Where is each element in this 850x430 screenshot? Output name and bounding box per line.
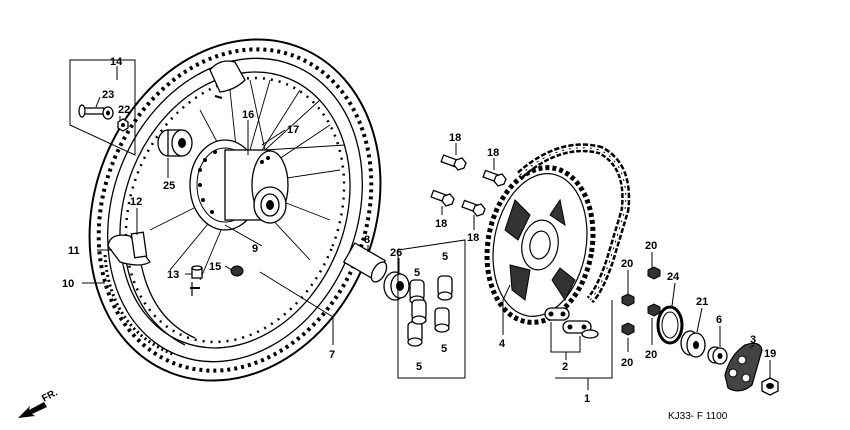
callout-3: 3 (750, 334, 756, 346)
axle-nut (761, 377, 779, 396)
callout-17: 17 (287, 124, 299, 136)
damper-box (397, 239, 466, 379)
front-direction-label: FR. (40, 387, 60, 404)
bearing (157, 129, 193, 157)
wheel-hub (189, 139, 289, 231)
callout-8: 8 (364, 234, 370, 246)
tire-flap (209, 60, 246, 99)
callout-20: 20 (621, 357, 633, 369)
spoke-nut (230, 265, 244, 277)
callout-18: 18 (487, 147, 499, 159)
callout-16: 16 (242, 109, 254, 121)
hub-damper (411, 299, 427, 325)
callout-21: 21 (696, 296, 708, 308)
callout-12: 12 (130, 196, 142, 208)
sprocket-studs (430, 154, 507, 217)
callout-20: 20 (645, 349, 657, 361)
callout-5: 5 (416, 361, 422, 373)
callout-13: 13 (167, 269, 179, 281)
bearing-26 (383, 271, 410, 301)
callout-5: 5 (414, 267, 420, 279)
sprocket-bearing (680, 330, 706, 358)
callout-20: 20 (645, 240, 657, 252)
stud-bolt (440, 154, 467, 171)
stud-bolt (482, 169, 507, 187)
callout-22: 22 (118, 104, 130, 116)
callout-6: 6 (716, 314, 722, 326)
axle-collar (342, 242, 388, 283)
callout-25: 25 (163, 180, 175, 192)
callout-10: 10 (62, 278, 74, 290)
diagram-code: KJ33- F 1100 (668, 411, 728, 422)
callout-labels: 14 23 22 25 16 17 9 12 11 10 13 15 7 8 2… (62, 56, 776, 405)
side-collar (707, 346, 728, 365)
stud-bolt (461, 199, 486, 217)
circlip (656, 305, 684, 345)
callout-2: 2 (562, 361, 568, 373)
front-direction-indicator: FR. (18, 387, 60, 418)
callout-4: 4 (499, 338, 506, 350)
callout-7: 7 (329, 349, 335, 361)
driven-sprocket (484, 165, 596, 325)
hub-damper (407, 321, 423, 347)
callout-24: 24 (667, 271, 680, 283)
callout-14: 14 (110, 56, 123, 68)
callout-19: 19 (764, 348, 776, 360)
callout-1: 1 (584, 393, 590, 405)
callout-5: 5 (442, 251, 448, 263)
chain-adjuster (724, 342, 763, 392)
valve-cap (191, 265, 203, 279)
callout-23: 23 (102, 89, 114, 101)
drive-chain (517, 143, 631, 304)
callout-18: 18 (449, 132, 461, 144)
callout-18: 18 (467, 232, 479, 244)
stud-bolt (430, 189, 455, 207)
chain-joint (544, 307, 599, 339)
callout-9: 9 (252, 243, 258, 255)
leader-lines (82, 66, 771, 390)
callout-18: 18 (435, 218, 447, 230)
hub-damper (437, 275, 453, 301)
callout-11: 11 (68, 245, 80, 257)
callout-20: 20 (621, 258, 633, 270)
callout-26: 26 (390, 247, 402, 259)
callout-15: 15 (209, 261, 221, 273)
rim-band-and-tube (103, 231, 200, 357)
bolt-set-box (69, 59, 136, 156)
callout-5: 5 (441, 343, 447, 355)
hub-damper (434, 307, 450, 333)
